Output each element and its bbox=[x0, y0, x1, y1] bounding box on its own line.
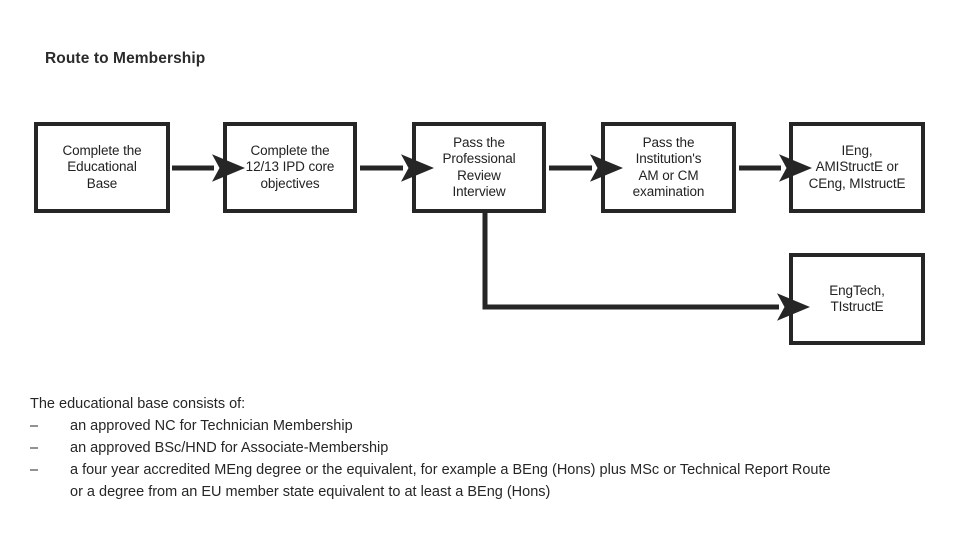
notes-heading: The educational base consists of: bbox=[30, 396, 246, 412]
flow-node-label: Pass the Institution's AM or CM examinat… bbox=[632, 134, 705, 200]
educational-base-notes: The educational base consists of: – an a… bbox=[30, 393, 940, 503]
note-item-text: a four year accredited MEng degree or th… bbox=[70, 462, 831, 478]
flow-node-am-cm-examination: Pass the Institution's AM or CM examinat… bbox=[601, 122, 736, 213]
flow-node-educational-base: Complete the Educational Base bbox=[34, 122, 170, 213]
page-title: Route to Membership bbox=[45, 50, 206, 67]
flow-node-ipd-objectives: Complete the 12/13 IPD core objectives bbox=[223, 122, 357, 213]
flow-node-ieng-ceng: IEng, AMIStructE or CEng, MIstructE bbox=[789, 122, 925, 213]
note-item: – an approved BSc/HND for Associate-Memb… bbox=[30, 437, 940, 459]
flow-node-label: IEng, AMIStructE or CEng, MIstructE bbox=[808, 142, 906, 191]
note-item-text: an approved NC for Technician Membership bbox=[70, 418, 353, 434]
note-dash-marker: – bbox=[30, 462, 39, 478]
flow-node-engtech: EngTech, TIstructE bbox=[789, 253, 925, 345]
note-item: – a four year accredited MEng degree or … bbox=[30, 459, 940, 503]
note-item-text-continuation: or a degree from an EU member state equi… bbox=[70, 484, 551, 500]
note-dash-marker: – bbox=[30, 418, 39, 434]
arrow-review-to-engtech bbox=[482, 213, 810, 321]
flow-node-label: Complete the 12/13 IPD core objectives bbox=[245, 142, 335, 191]
flow-node-label: Pass the Professional Review Interview bbox=[442, 134, 516, 200]
note-item: – an approved NC for Technician Membersh… bbox=[30, 415, 940, 437]
note-dash-marker: – bbox=[30, 440, 39, 456]
note-item-text: an approved BSc/HND for Associate-Member… bbox=[70, 440, 389, 456]
flow-node-label: EngTech, TIstructE bbox=[829, 282, 885, 315]
flow-node-label: Complete the Educational Base bbox=[62, 142, 142, 191]
flow-node-professional-review-interview: Pass the Professional Review Interview bbox=[412, 122, 546, 213]
note-item-text-wrapper: a four year accredited MEng degree or th… bbox=[70, 459, 940, 503]
